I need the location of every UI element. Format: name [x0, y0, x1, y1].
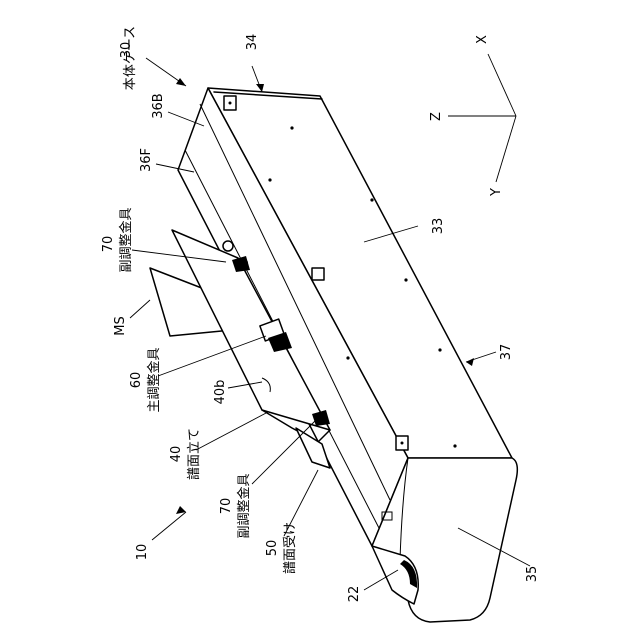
label-33: 33: [431, 218, 446, 235]
hinge-top-dot: [229, 102, 232, 105]
label-37: 37: [499, 344, 514, 361]
label-sub-top-num: 70: [101, 236, 116, 253]
label-receiver-num: 50: [265, 540, 280, 557]
label-sub-bottom-num: 70: [219, 498, 234, 515]
label-sub-top-name: 副調整金具: [118, 207, 134, 272]
edge-clip: [312, 268, 324, 280]
label-40b: 40b: [213, 380, 228, 405]
hinge-bottom-dot: [401, 442, 404, 445]
label-main-num: 60: [129, 372, 144, 389]
label-stand-num: 40: [169, 446, 184, 463]
body-case: [178, 88, 517, 622]
label-36f: 36F: [139, 148, 154, 172]
z-axis-label: Z: [429, 112, 444, 121]
y-axis-label: Y: [489, 188, 504, 197]
label-36b: 36B: [151, 93, 166, 118]
stand-knob: [223, 241, 233, 251]
label-35: 35: [525, 566, 540, 583]
x-axis-label: X: [475, 35, 490, 44]
label-assembly: 10: [135, 544, 150, 561]
y-axis-line: [496, 116, 516, 182]
axis-triad: X Z Y: [429, 35, 516, 197]
label-stand-name: 譜面立て: [187, 428, 202, 480]
label-34: 34: [245, 34, 260, 51]
label-ms: MS: [113, 316, 128, 335]
label-sub-bottom-name: 副調整金具: [236, 473, 252, 538]
label-case-name: 本体ケース: [123, 26, 138, 90]
label-22: 22: [347, 586, 362, 603]
label-main-name: 主調整金具: [146, 347, 162, 412]
label-receiver-name: 譜面受け: [283, 522, 298, 574]
x-axis-line: [488, 54, 516, 116]
